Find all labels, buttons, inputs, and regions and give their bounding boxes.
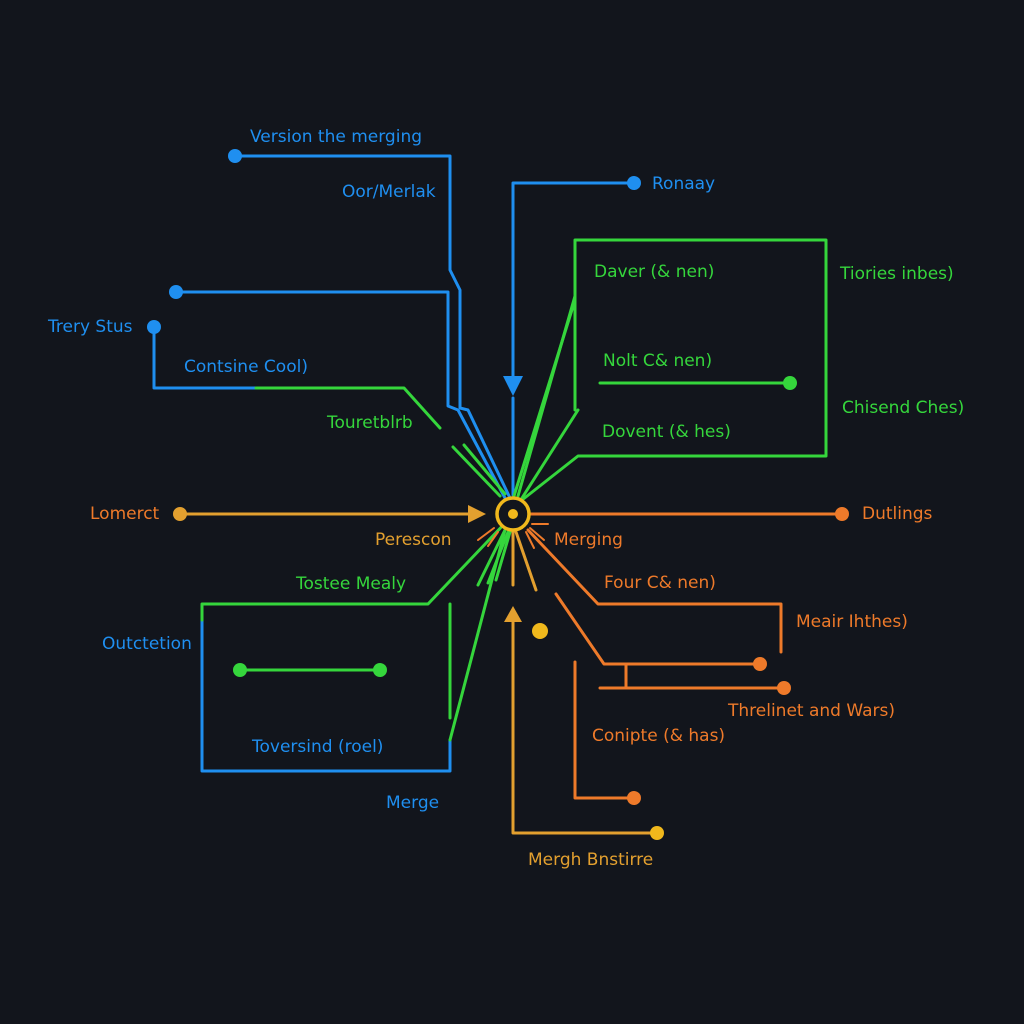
connector-green-lower-c: [494, 530, 512, 582]
label-tiories-inbes: Tiories inbes): [839, 264, 954, 284]
endpoint-dots: [147, 149, 849, 840]
connector-upper-left: [174, 290, 507, 500]
label-chisend-ches: Chisend Ches): [842, 398, 964, 418]
arrow-right-icon: [468, 505, 486, 523]
hub-core: [508, 509, 518, 519]
hub-spokes: [477, 523, 549, 549]
dot-conipte[interactable]: [627, 791, 641, 805]
label-merge: Merge: [386, 793, 439, 813]
connector-trery-stus: [152, 325, 258, 390]
ray-amber-diag: [514, 530, 538, 592]
connector-green-lower-b: [486, 530, 510, 585]
connector-meair: [554, 592, 762, 666]
connector-trery-green: [254, 386, 442, 430]
arrow-down-icon: [503, 376, 523, 396]
dot-amber-free[interactable]: [532, 623, 548, 639]
label-daver-nen: Daver (& nen): [594, 262, 714, 282]
connector-green-box: [520, 238, 828, 502]
dot-box-left[interactable]: [233, 663, 247, 677]
connector-outctetion-box: [200, 618, 452, 773]
dot-upper-left[interactable]: [169, 285, 183, 299]
arrow-up-icon: [504, 606, 522, 622]
label-version-the-merging: Version the merging: [250, 127, 422, 147]
dot-ronaay[interactable]: [627, 176, 641, 190]
label-nolt-nen: Nolt C& nen): [603, 351, 712, 371]
connector-tostee-mealy: [200, 518, 510, 622]
label-trery-stus: Trery Stus: [47, 317, 133, 337]
dot-box-right[interactable]: [373, 663, 387, 677]
dot-mergh[interactable]: [650, 826, 664, 840]
label-contsine-cool: Contsine Cool): [184, 357, 308, 377]
label-perescon: Perescon: [375, 530, 452, 550]
label-oor-merlak: Oor/Merlak: [342, 182, 436, 202]
label-threlinet-wars: Threlinet and Wars): [727, 701, 895, 721]
connector-ronaay: [511, 181, 636, 380]
dot-lomerct[interactable]: [173, 507, 187, 521]
dot-version-merging[interactable]: [228, 149, 242, 163]
label-meair-ihthes: Meair Ihthes): [796, 612, 908, 632]
dot-dutlings[interactable]: [835, 507, 849, 521]
label-outctetion: Outctetion: [102, 634, 192, 654]
connector-green-lower-a: [476, 528, 507, 587]
label-ronaay: Ronaay: [652, 174, 715, 194]
dot-nolt[interactable]: [783, 376, 797, 390]
dot-trery-stus[interactable]: [147, 320, 161, 334]
label-dovent-hes: Dovent (& hes): [602, 422, 731, 442]
label-dutlings: Dutlings: [862, 504, 933, 524]
label-four-nen: Four C& nen): [604, 573, 716, 593]
ray-green-4: [451, 445, 502, 498]
label-touretblrb: Touretblrb: [326, 413, 413, 433]
label-mergh-bnstirre: Mergh Bnstirre: [528, 850, 653, 870]
merge-hub[interactable]: [495, 496, 531, 532]
label-lomerct: Lomerct: [90, 504, 160, 524]
dot-threlinet[interactable]: [777, 681, 791, 695]
ray-green-3: [520, 408, 580, 500]
ray-green-5: [462, 443, 507, 496]
label-conipte-hes: Conipte (& has): [592, 726, 725, 746]
label-tostee-mealy: Tostee Mealy: [295, 574, 406, 594]
connector-four: [526, 528, 783, 654]
ray-green-2: [512, 298, 577, 498]
connector-mergh: [511, 620, 659, 835]
dot-meair[interactable]: [753, 657, 767, 671]
label-merging: Merging: [554, 530, 623, 550]
connector-version-merging: [233, 154, 512, 500]
label-toversind-roel: Toversind (roel): [251, 737, 383, 757]
connector-conipte: [573, 660, 636, 800]
